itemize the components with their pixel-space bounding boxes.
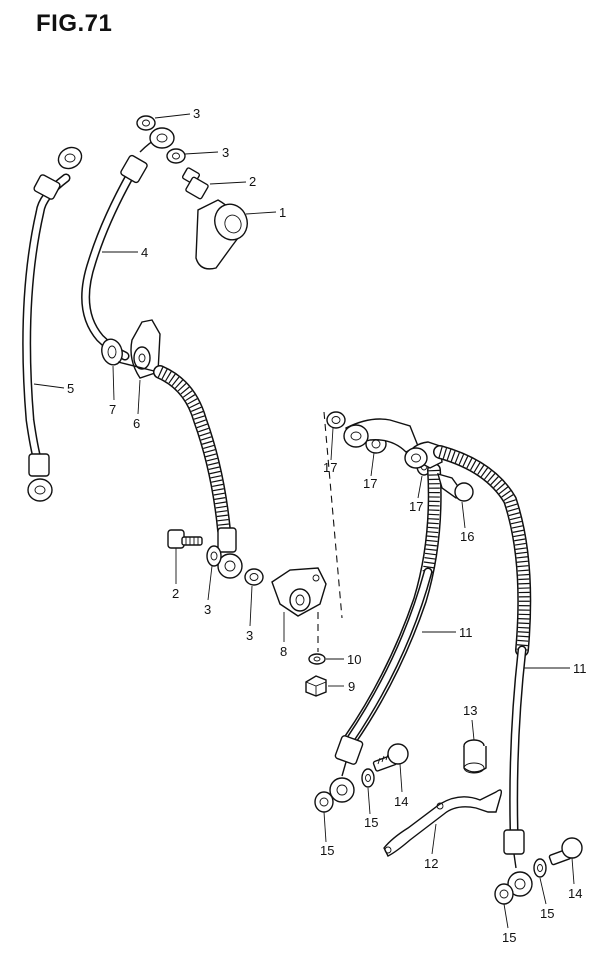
leader-lines [33, 113, 575, 929]
callout-15: 15 [320, 843, 334, 858]
figure-title: FIG.71 [36, 10, 113, 37]
callout-15: 15 [540, 906, 554, 921]
callout-11: 11 [573, 661, 587, 676]
callout-numbers: 3 3 2 1 4 5 7 6 17 17 17 16 2 3 3 8 10 9… [67, 106, 587, 945]
callout-12: 12 [424, 856, 438, 871]
bolt-14-bottom [548, 837, 583, 866]
callout-2: 2 [172, 586, 179, 601]
callout-10: 10 [347, 652, 361, 667]
grommet-13 [463, 739, 487, 774]
brake-hose-center [117, 361, 243, 579]
cylinder-cap-1 [195, 199, 248, 270]
callout-17: 17 [409, 499, 423, 514]
callout-3: 3 [222, 145, 229, 160]
callout-5: 5 [67, 381, 74, 396]
callout-16: 16 [460, 529, 474, 544]
washer-3-lower [206, 545, 264, 586]
bolt-9 [305, 675, 327, 697]
callout-7: 7 [109, 402, 116, 417]
callout-9: 9 [348, 679, 355, 694]
callout-11: 11 [459, 625, 473, 640]
brake-hose-5 [22, 146, 83, 502]
callout-13: 13 [463, 703, 477, 718]
brake-hose-11-left [329, 418, 442, 803]
union-bolt-16 [436, 472, 474, 502]
union-bolt-2-top [181, 167, 209, 200]
union-bolt-2-lower [167, 529, 203, 549]
callout-2: 2 [249, 174, 256, 189]
washer-7 [101, 338, 123, 366]
washer-10 [308, 653, 326, 665]
hose-clamp-12 [383, 789, 503, 857]
callout-3: 3 [193, 106, 200, 121]
callout-8: 8 [280, 644, 287, 659]
callout-15: 15 [364, 815, 378, 830]
washer-3-top [136, 115, 186, 164]
callout-3: 3 [246, 628, 253, 643]
washer-15 [314, 768, 547, 905]
callout-15: 15 [502, 930, 516, 945]
callout-17: 17 [363, 476, 377, 491]
brake-hose-11-right [404, 441, 533, 897]
callout-4: 4 [141, 245, 148, 260]
callout-17: 17 [323, 460, 337, 475]
three-way-joint-8 [271, 567, 327, 617]
callout-1: 1 [279, 205, 286, 220]
callout-3: 3 [204, 602, 211, 617]
callout-14: 14 [568, 886, 582, 901]
callout-14: 14 [394, 794, 408, 809]
callout-6: 6 [133, 416, 140, 431]
assembly-guide-line [323, 411, 343, 619]
brake-hose-4 [81, 127, 175, 361]
bolt-14-middle [372, 743, 409, 772]
